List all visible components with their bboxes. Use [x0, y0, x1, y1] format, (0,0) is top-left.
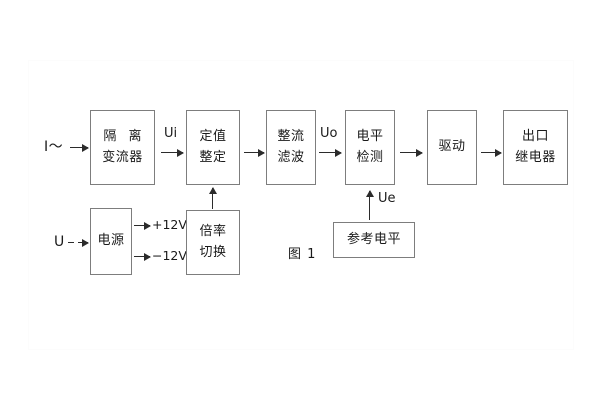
- block-power-supply-line1: 电源: [97, 233, 125, 249]
- block-isolation-ct-line1: 隔 离: [103, 129, 146, 145]
- block-output-relay-line2: 继电器: [515, 149, 556, 165]
- arrow-voltage-input-to-power-supply: [68, 238, 89, 247]
- arrow-rectify-filter-to-level-detect: [319, 148, 342, 157]
- block-output-relay: 出口 继电器: [503, 110, 568, 185]
- diagram-frame: [28, 60, 574, 350]
- block-drive-line1: 驱动: [438, 139, 466, 155]
- arrow-power-supply-rail-positive: [134, 221, 151, 230]
- block-setting-value: 定值 整定: [186, 110, 240, 185]
- block-rectify-filter-line1: 整流: [277, 129, 305, 145]
- arrow-current-input-to-isolation-ct: [70, 143, 89, 152]
- rail-negative-label: −12V: [152, 248, 187, 263]
- arrow-setting-value-to-rectify-filter: [244, 148, 265, 157]
- signal-ue-label: Ue: [378, 191, 396, 206]
- block-level-detect-line2: 检测: [356, 149, 384, 165]
- arrow-isolation-ct-to-setting-value: [161, 148, 184, 157]
- block-isolation-ct-line2: 变流器: [102, 149, 143, 165]
- block-output-relay-line1: 出口: [521, 129, 549, 145]
- block-reference-level: 参考电平: [333, 222, 415, 258]
- block-level-detect-line1: 电平: [356, 129, 384, 145]
- block-setting-value-line2: 整定: [199, 149, 227, 165]
- signal-ui-label: Ui: [164, 126, 178, 141]
- block-power-supply: 电源: [90, 208, 132, 275]
- block-rectify-filter-line2: 滤波: [277, 149, 305, 165]
- arrow-level-detect-to-drive: [400, 148, 423, 157]
- block-rectify-filter: 整流 滤波: [266, 110, 316, 185]
- block-level-detect: 电平 检测: [345, 110, 395, 185]
- block-isolation-ct: 隔 离 变流器: [90, 110, 155, 185]
- voltage-input-label: U: [54, 234, 65, 250]
- current-input-label: I～: [44, 139, 64, 155]
- arrow-reference-level-to-level-detect: [365, 190, 374, 220]
- figure-caption: 图 1: [288, 247, 317, 262]
- arrow-multiplier-switch-to-setting-value: [208, 187, 217, 209]
- block-reference-level-line1: 参考电平: [346, 231, 401, 247]
- rail-positive-label: +12V: [152, 217, 187, 232]
- arrow-power-supply-rail-negative: [134, 252, 151, 261]
- signal-uo-label: Uo: [320, 126, 338, 141]
- block-multiplier-switch: 倍率 切换: [186, 210, 240, 275]
- block-drive: 驱动: [427, 110, 477, 185]
- block-multiplier-switch-line1: 倍率: [199, 224, 227, 240]
- block-setting-value-line1: 定值: [199, 129, 227, 145]
- arrow-drive-to-output-relay: [481, 148, 502, 157]
- block-multiplier-switch-line2: 切换: [199, 244, 227, 260]
